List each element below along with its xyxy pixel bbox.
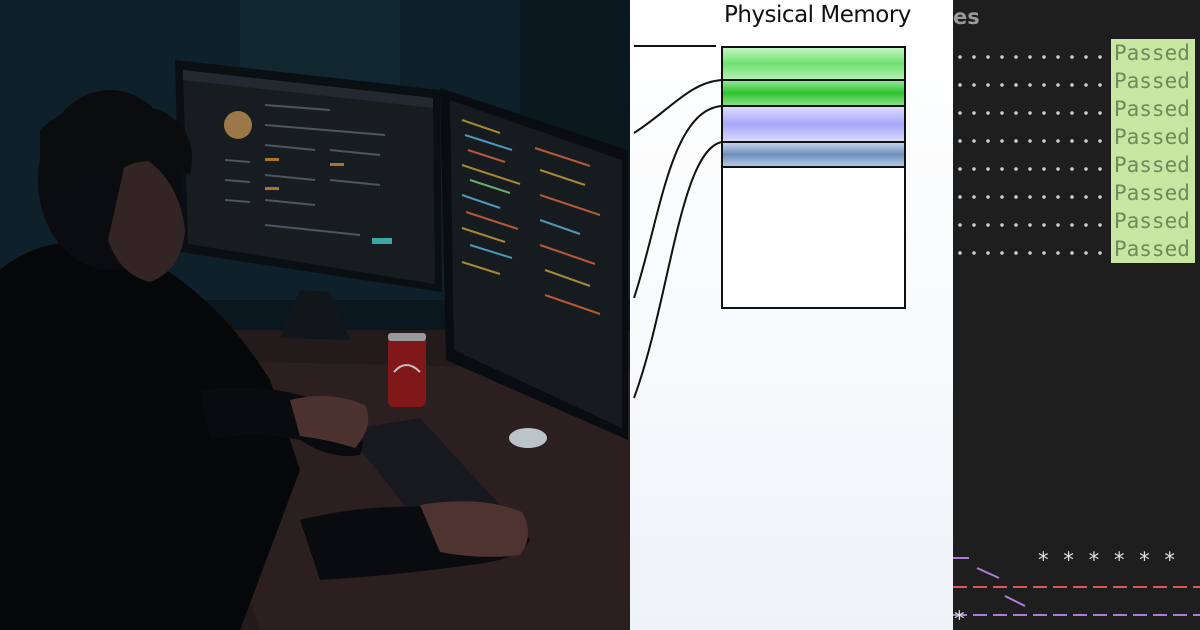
developer-photo	[0, 0, 630, 630]
memory-block-1	[721, 46, 906, 81]
monitor-left	[175, 60, 442, 340]
status-badge: Passed	[1111, 151, 1195, 179]
memory-free-space	[721, 166, 906, 309]
soda-can	[388, 333, 426, 407]
terminal-heading: es	[953, 5, 980, 29]
status-badge: Passed	[1111, 123, 1195, 151]
memory-diagram: Physical Memory	[630, 0, 953, 630]
dotted-leader	[953, 194, 1111, 200]
test-result-row: Passed	[953, 39, 1200, 74]
status-badge: Passed	[1111, 67, 1195, 95]
terminal-panel: es Passed Passed Passed Passed Passed Pa…	[953, 0, 1200, 630]
dotted-leader	[953, 138, 1111, 144]
status-badge: Passed	[1111, 39, 1195, 67]
person	[0, 90, 530, 630]
memory-block-3	[721, 105, 906, 143]
terminal-stars: * * * * * *	[1037, 548, 1176, 572]
memory-block-2	[721, 79, 906, 107]
status-badge: Passed	[1111, 179, 1195, 207]
dotted-leader	[953, 166, 1111, 172]
dotted-leader	[953, 54, 1111, 60]
monitor-right	[440, 88, 628, 440]
memory-blocks	[721, 46, 906, 309]
test-result-row: Passed	[953, 123, 1200, 158]
status-badge: Passed	[1111, 95, 1195, 123]
status-badge: Passed	[1111, 235, 1195, 263]
dotted-leader	[953, 82, 1111, 88]
dotted-leader	[953, 222, 1111, 228]
test-result-row: Passed	[953, 95, 1200, 130]
status-badge: Passed	[1111, 207, 1195, 235]
test-result-row: Passed	[953, 235, 1200, 270]
dotted-leader	[953, 110, 1111, 116]
photo-illustration	[0, 0, 630, 630]
dotted-leader	[953, 250, 1111, 256]
mapping-lines	[633, 45, 723, 399]
svg-text:*: *	[953, 607, 966, 630]
test-result-row: Passed	[953, 67, 1200, 102]
test-result-row: Passed	[953, 179, 1200, 214]
memory-diagram-graphic	[633, 45, 906, 399]
test-result-row: Passed	[953, 207, 1200, 242]
test-result-row: Passed	[953, 151, 1200, 186]
memory-block-4	[721, 141, 906, 168]
terminal-graph-decoration: * * * * * * *	[953, 548, 1200, 630]
diagram-title: Physical Memory	[724, 2, 911, 28]
